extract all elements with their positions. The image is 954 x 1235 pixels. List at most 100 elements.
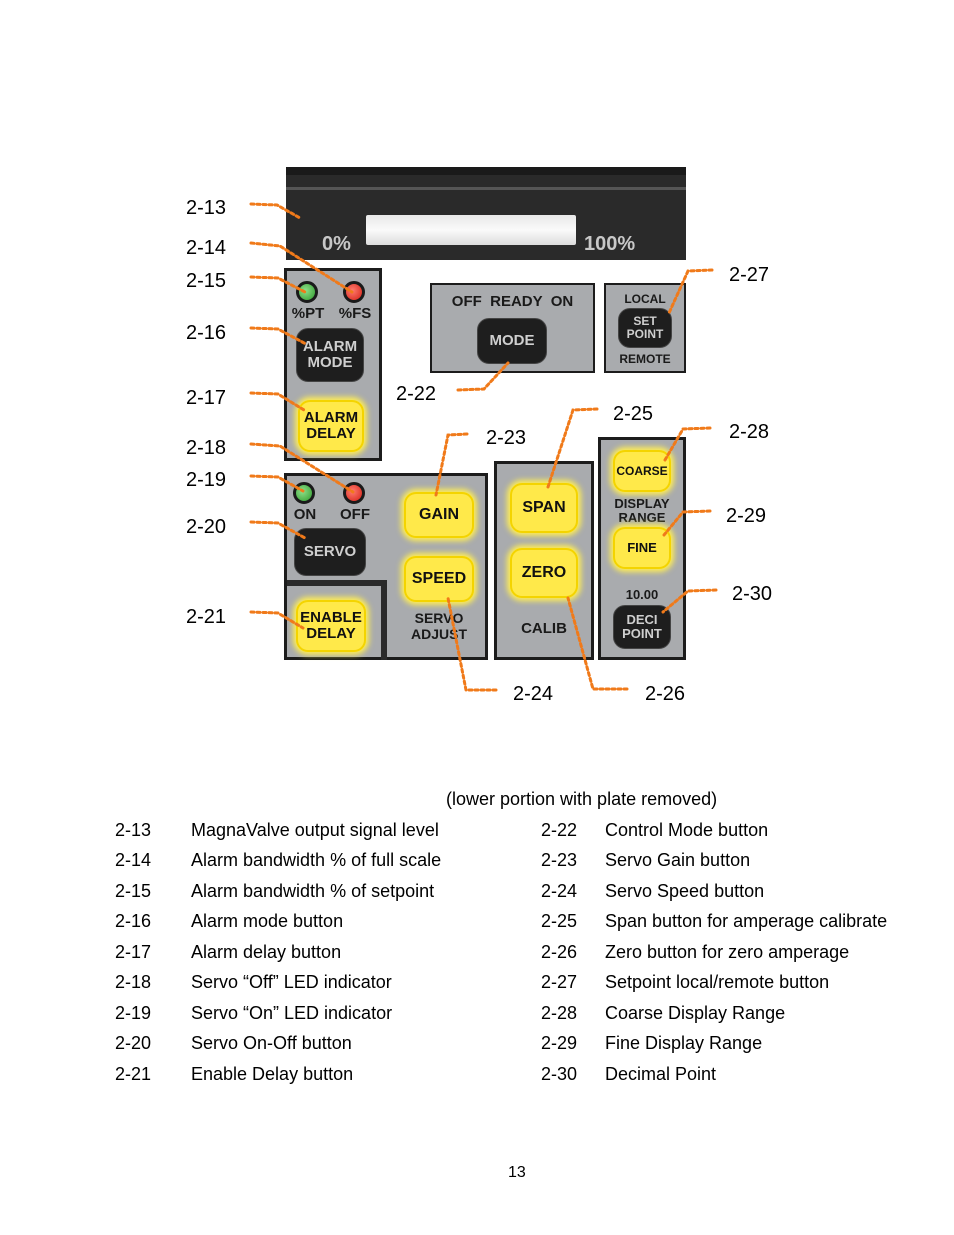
leader-2-13	[249, 202, 302, 220]
callout-2-18: 2-18	[186, 437, 227, 459]
legend-code: 2-23	[541, 850, 578, 870]
speed-button[interactable]: SPEED	[404, 556, 474, 602]
legend-desc: Servo Speed button	[605, 881, 765, 901]
local-label: LOCAL	[624, 292, 666, 306]
legend-code: 2-25	[541, 911, 578, 931]
leader-2-25	[546, 407, 599, 489]
legend-desc: Zero button for zero amperage	[605, 942, 850, 962]
enable-delay-button[interactable]: ENABLE DELAY	[296, 600, 366, 652]
leader-2-24	[446, 596, 498, 692]
callout-2-22: 2-22	[396, 383, 437, 405]
servo-button[interactable]: SERVO	[294, 528, 366, 576]
legend-code: 2-30	[541, 1064, 578, 1084]
leader-2-19	[249, 474, 305, 493]
output-signal-bar	[366, 215, 576, 245]
leader-2-15	[249, 275, 307, 294]
legend-desc: Servo “Off” LED indicator	[191, 972, 392, 992]
zero-button[interactable]: ZERO	[510, 548, 578, 598]
leader-2-29	[662, 509, 712, 537]
decimal-point-button[interactable]: DECI POINT	[613, 605, 671, 649]
callout-2-25: 2-25	[613, 403, 654, 425]
calib-label: CALIB	[521, 620, 567, 637]
legend-code: 2-14	[115, 850, 152, 870]
legend-code: 2-24	[541, 881, 578, 901]
bar-rule	[286, 187, 686, 190]
bar-full-label: 100%	[584, 233, 636, 255]
callout-2-26: 2-26	[645, 683, 686, 705]
alarm-mode-button[interactable]: ALARM MODE	[296, 328, 364, 382]
servo-divider-vertical	[381, 580, 387, 660]
legend-desc: Servo Gain button	[605, 850, 751, 870]
callout-2-19: 2-19	[186, 469, 227, 491]
setpoint-button[interactable]: SET POINT	[618, 308, 672, 348]
legend-code: 2-15	[115, 881, 152, 901]
callout-2-15: 2-15	[186, 270, 227, 292]
servo-divider	[287, 580, 387, 586]
legend-desc: Span button for amperage calibrate	[605, 911, 888, 931]
legend-code: 2-28	[541, 1003, 578, 1023]
legend-desc: Decimal Point	[605, 1064, 717, 1084]
leader-2-16	[249, 326, 308, 346]
callout-2-27: 2-27	[729, 264, 770, 286]
legend-desc: Enable Delay button	[191, 1064, 354, 1084]
bar-zero-label: 0%	[322, 233, 351, 255]
coarse-button[interactable]: COARSE	[613, 450, 671, 492]
callout-2-21: 2-21	[186, 606, 227, 628]
legend-desc: Setpoint local/remote button	[605, 972, 830, 992]
leader-2-22	[456, 361, 510, 392]
legend-code: 2-13	[115, 820, 152, 840]
display-range-label: DISPLAY RANGE	[614, 496, 670, 526]
callout-2-17: 2-17	[186, 387, 227, 409]
legend-desc: Control Mode button	[605, 820, 769, 840]
legend-code: 2-22	[541, 820, 578, 840]
callout-2-29: 2-29	[726, 505, 767, 527]
leader-2-27	[667, 268, 714, 315]
legend-code: 2-21	[115, 1064, 152, 1084]
leader-2-20	[249, 520, 307, 540]
leader-2-18	[249, 442, 355, 494]
callout-2-13: 2-13	[186, 197, 227, 219]
span-button[interactable]: SPAN	[510, 483, 578, 533]
leader-2-21	[249, 610, 305, 630]
callout-2-14: 2-14	[186, 237, 227, 259]
legend-code: 2-18	[115, 972, 152, 992]
fs-led	[343, 281, 365, 303]
legend-desc: Alarm bandwidth % of setpoint	[191, 881, 435, 901]
legend-desc: Servo On-Off button	[191, 1033, 352, 1053]
fs-label: %FS	[338, 305, 372, 322]
callout-2-28: 2-28	[729, 421, 770, 443]
legend-code: 2-17	[115, 942, 152, 962]
decimal-value-label: 10.00	[625, 587, 659, 602]
mode-button[interactable]: MODE	[477, 318, 547, 364]
leader-2-17	[249, 391, 306, 412]
legend-desc: Alarm mode button	[191, 911, 344, 931]
mode-states-label: OFF READY ON	[451, 293, 574, 310]
callout-2-24: 2-24	[513, 683, 554, 705]
legend-desc: Alarm delay button	[191, 942, 342, 962]
remote-label: REMOTE	[619, 352, 671, 366]
gain-button[interactable]: GAIN	[404, 492, 474, 538]
alarm-delay-button[interactable]: ALARM DELAY	[298, 400, 364, 452]
legend-code: 2-26	[541, 942, 578, 962]
servo-on-label: ON	[293, 506, 317, 523]
leader-2-26	[566, 596, 629, 691]
legend-code: 2-27	[541, 972, 578, 992]
leader-2-30	[661, 588, 718, 614]
callout-2-20: 2-20	[186, 516, 227, 538]
output-signal-bar-panel: 0% 100%	[286, 167, 686, 260]
leader-2-14	[249, 241, 354, 294]
legend-desc: Coarse Display Range	[605, 1003, 786, 1023]
legend-desc: Fine Display Range	[605, 1033, 763, 1053]
legend-code: 2-29	[541, 1033, 578, 1053]
legend-code: 2-19	[115, 1003, 152, 1023]
servo-off-label: OFF	[340, 506, 370, 523]
fine-button[interactable]: FINE	[613, 527, 671, 569]
legend-desc: MagnaValve output signal level	[191, 820, 439, 840]
callout-2-30: 2-30	[732, 583, 773, 605]
legend-desc: Alarm bandwidth % of full scale	[191, 850, 442, 870]
callout-2-16: 2-16	[186, 322, 227, 344]
page-number: 13	[508, 1164, 526, 1181]
legend-code: 2-16	[115, 911, 152, 931]
legend-desc: Servo “On” LED indicator	[191, 1003, 393, 1023]
legend-code: 2-20	[115, 1033, 152, 1053]
